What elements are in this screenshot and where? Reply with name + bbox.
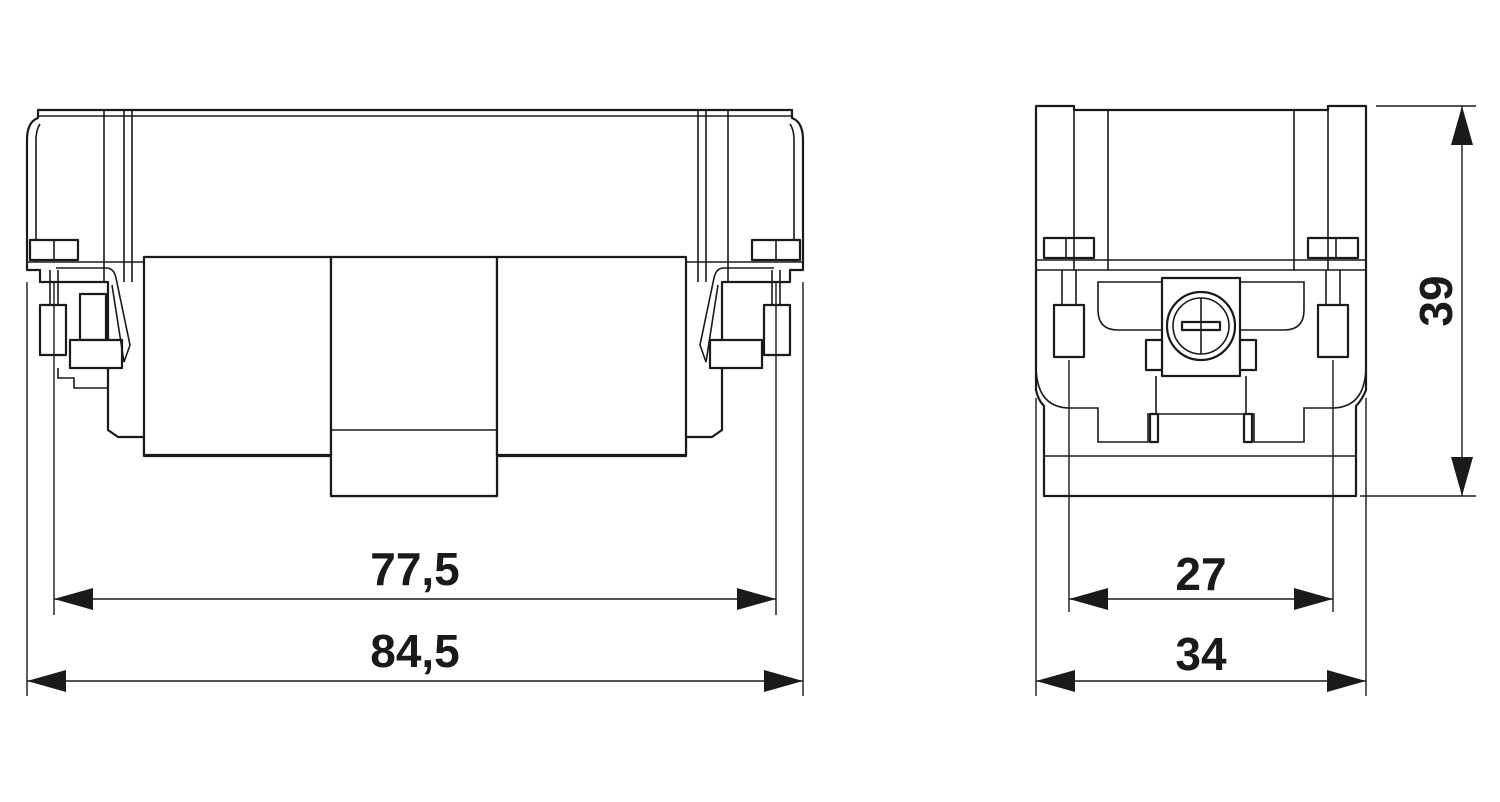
side-right-screw <box>1306 236 1360 359</box>
dimension-side-height: 39 <box>1410 106 1473 496</box>
dim-label-34: 34 <box>1175 628 1227 680</box>
dimension-side-outer-width: 34 <box>1036 628 1366 692</box>
dimension-front-inner-width: 77,5 <box>54 543 776 610</box>
side-view: 27 34 39 <box>1034 104 1476 696</box>
front-insert-left <box>142 255 333 457</box>
front-right-screw <box>699 238 802 370</box>
dimension-side-inner-width: 27 <box>1069 548 1333 610</box>
dim-label-84-5: 84,5 <box>370 625 460 677</box>
side-left-screw <box>1042 236 1096 359</box>
side-screw-icon <box>1165 290 1237 362</box>
front-left-screw <box>28 238 131 389</box>
dim-label-77-5: 77,5 <box>370 543 460 595</box>
dim-label-39: 39 <box>1410 275 1462 326</box>
dimension-front-outer-width: 84,5 <box>27 625 803 692</box>
front-insert-center <box>329 255 499 498</box>
front-insert-right <box>495 255 688 457</box>
front-view: 77,5 84,5 <box>25 108 805 696</box>
dim-label-27: 27 <box>1175 548 1226 600</box>
